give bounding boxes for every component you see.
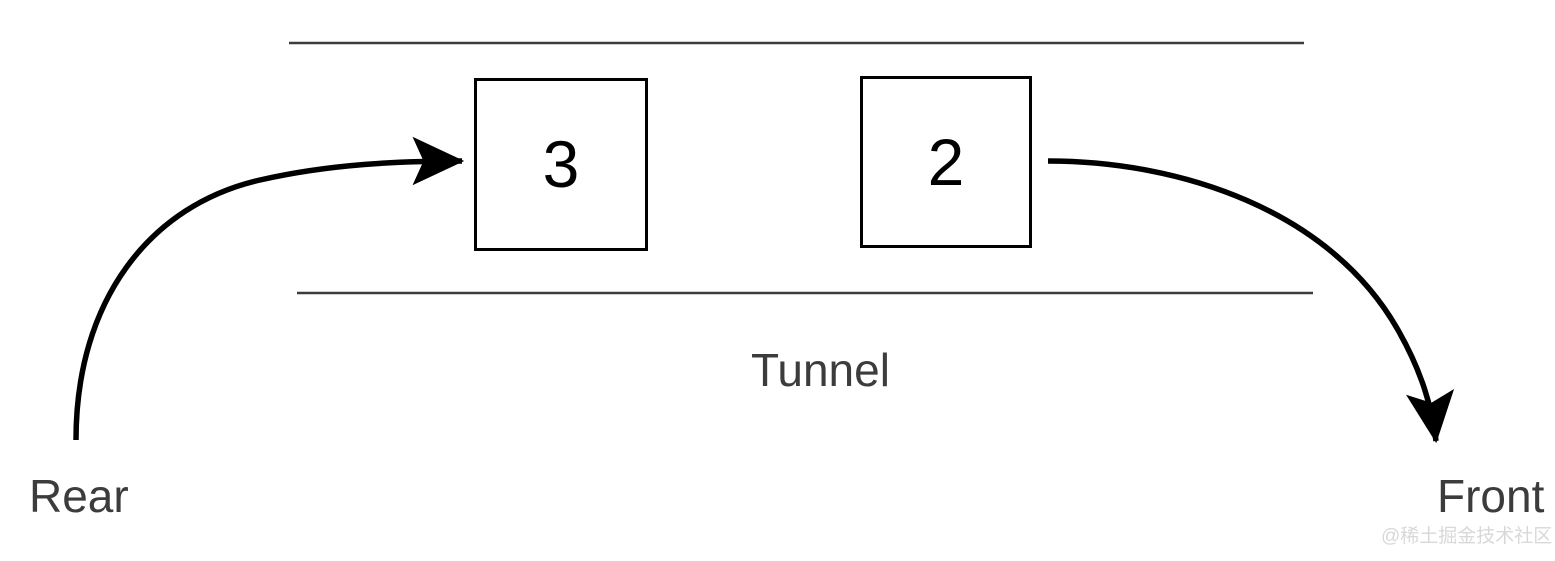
car-box-3 bbox=[474, 78, 648, 251]
tunnel-label: Tunnel bbox=[751, 344, 890, 396]
watermark-text: @稀土掘金技术社区 bbox=[1381, 526, 1553, 547]
front-exit-arrow bbox=[1047, 158, 1455, 444]
rear-label: Rear bbox=[29, 470, 129, 522]
car-number-3: 3 bbox=[542, 127, 580, 201]
car-box-2 bbox=[860, 76, 1032, 248]
rear-entry-arrow bbox=[73, 136, 465, 441]
car-number-2: 2 bbox=[927, 125, 965, 199]
front-label: Front bbox=[1437, 470, 1545, 522]
